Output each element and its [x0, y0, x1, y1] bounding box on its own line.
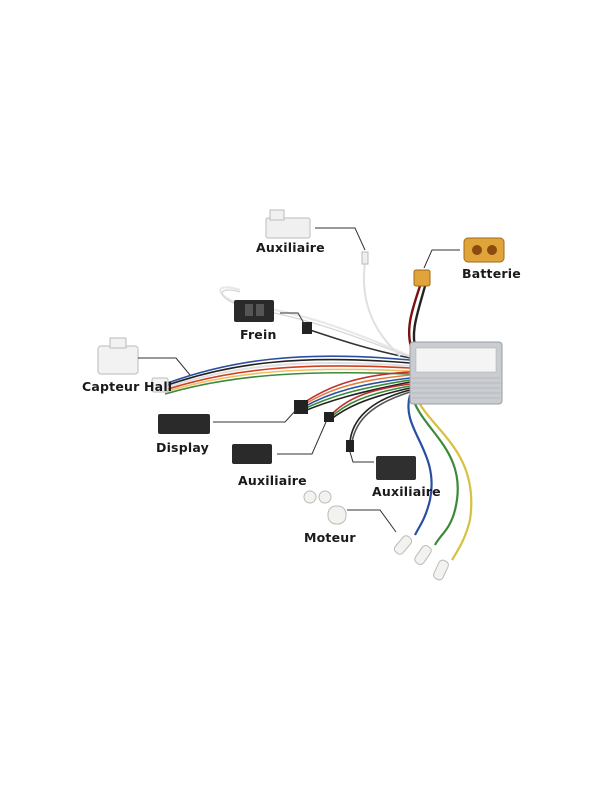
aux-right-connector: [346, 440, 416, 480]
label-hall: Capteur Hall: [82, 379, 173, 394]
label-aux-right: Auxiliaire: [372, 484, 441, 499]
hall-connector: [97, 337, 169, 393]
brake-connector: [234, 300, 312, 334]
controller-box: [409, 341, 503, 405]
label-display: Display: [156, 440, 209, 455]
wire-bundle: [164, 261, 473, 561]
aux-mid-connector: [232, 412, 334, 464]
label-battery: Batterie: [462, 266, 521, 281]
aux-top-connector: [265, 209, 369, 265]
motor-connectors: [303, 490, 449, 581]
label-aux-mid: Auxiliaire: [238, 473, 307, 488]
display-connector: [158, 400, 308, 434]
battery-connector: [413, 237, 505, 287]
label-motor: Moteur: [304, 530, 356, 545]
label-aux-top: Auxiliaire: [256, 240, 325, 255]
leader-lines: [138, 227, 460, 533]
label-brake: Frein: [240, 327, 277, 342]
